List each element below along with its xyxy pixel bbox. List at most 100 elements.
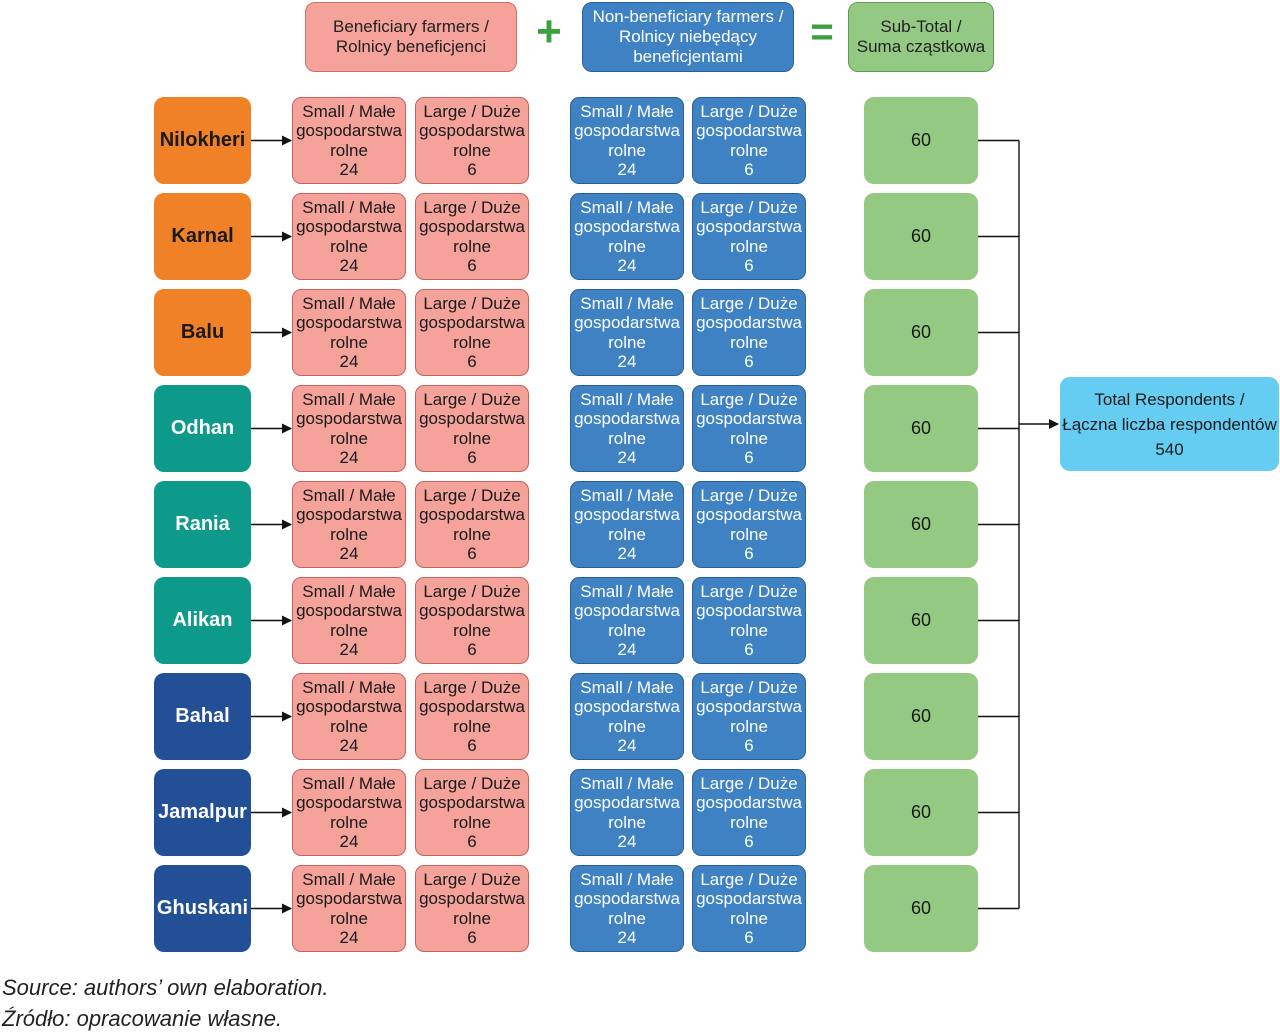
cell-count: 6	[744, 448, 754, 467]
cell-line2: gospodarstwa	[696, 121, 802, 140]
cell-line2: gospodarstwa	[574, 697, 680, 716]
cell-count: 6	[467, 256, 477, 275]
cell-line3: rolne	[330, 812, 368, 832]
cell-line1: Large / Duże	[423, 101, 521, 121]
cell-line1: Small / Małe	[302, 389, 396, 409]
cell-count: 24	[339, 832, 359, 851]
cell-count: 6	[467, 736, 477, 755]
cell-line2: gospodarstwa	[419, 121, 525, 140]
cell-count: 24	[339, 544, 359, 563]
cell-count: 6	[744, 832, 754, 851]
subtotal-header-line1: Sub-Total /	[880, 17, 962, 36]
district-box: Odhan	[154, 385, 251, 472]
cell-count: 6	[744, 256, 754, 275]
cell-line1: Small / Małe	[580, 389, 674, 409]
cell-line3: rolne	[730, 524, 768, 544]
subtotal-header-line2: Suma cząstkowa	[856, 37, 986, 56]
cell-line1: Small / Małe	[580, 293, 674, 313]
nonbeneficiary-header-line2: Rolnicy niebędący	[619, 27, 757, 46]
total-value: 540	[1155, 439, 1184, 459]
cell-line3: rolne	[730, 812, 768, 832]
cell-line2: gospodarstwa	[696, 505, 802, 524]
cell-line2: gospodarstwa	[574, 505, 680, 524]
cell-line3: rolne	[730, 236, 768, 256]
cell-count: 24	[339, 352, 359, 371]
cell-line3: rolne	[608, 428, 646, 448]
cell-count: 24	[339, 448, 359, 467]
cell-line2: gospodarstwa	[696, 601, 802, 620]
cell-line2: gospodarstwa	[696, 409, 802, 428]
cell-line1: Large / Duże	[700, 485, 798, 505]
cell-count: 6	[467, 928, 477, 947]
cell-line2: gospodarstwa	[419, 505, 525, 524]
subtotal-box: 60	[864, 193, 978, 280]
cell-line1: Large / Duże	[700, 869, 798, 889]
cell-line3: rolne	[453, 908, 491, 928]
cell-count: 6	[467, 832, 477, 851]
district-box: Ghuskani	[154, 865, 251, 952]
cell-line1: Large / Duże	[700, 773, 798, 793]
cell-line2: gospodarstwa	[296, 793, 402, 812]
cell-line1: Small / Małe	[302, 485, 396, 505]
cell-line1: Large / Duże	[700, 197, 798, 217]
cell-line1: Small / Małe	[302, 677, 396, 697]
cell-line2: gospodarstwa	[419, 409, 525, 428]
cell-line3: rolne	[453, 524, 491, 544]
cell-line2: gospodarstwa	[574, 793, 680, 812]
cell-line2: gospodarstwa	[296, 217, 402, 236]
nonbeneficiary-header-line3: beneficjentami	[633, 47, 743, 66]
cell-line3: rolne	[453, 428, 491, 448]
cell-count: 24	[617, 544, 637, 563]
cell-line3: rolne	[730, 428, 768, 448]
cell-line1: Small / Małe	[302, 869, 396, 889]
cell-line1: Small / Małe	[580, 773, 674, 793]
cell-line2: gospodarstwa	[696, 217, 802, 236]
cell-line3: rolne	[330, 428, 368, 448]
cell-line3: rolne	[730, 908, 768, 928]
cell-line3: rolne	[608, 236, 646, 256]
cell-line1: Small / Małe	[580, 197, 674, 217]
cell-line3: rolne	[730, 332, 768, 352]
cell-line2: gospodarstwa	[419, 217, 525, 236]
cell-count: 6	[744, 928, 754, 947]
cell-line3: rolne	[608, 716, 646, 736]
cell-line3: rolne	[330, 620, 368, 640]
equals-operator: =	[810, 10, 834, 54]
cell-line3: rolne	[730, 620, 768, 640]
cell-line3: rolne	[453, 140, 491, 160]
cell-line3: rolne	[730, 140, 768, 160]
cell-line2: gospodarstwa	[696, 889, 802, 908]
subtotal-box: 60	[864, 481, 978, 568]
cell-line3: rolne	[453, 620, 491, 640]
district-box: Alikan	[154, 577, 251, 664]
cell-count: 6	[744, 736, 754, 755]
cell-line3: rolne	[608, 524, 646, 544]
cell-line3: rolne	[330, 716, 368, 736]
cell-line1: Small / Małe	[302, 773, 396, 793]
cell-count: 6	[467, 640, 477, 659]
cell-count: 24	[339, 736, 359, 755]
cell-count: 24	[339, 160, 359, 179]
cell-line2: gospodarstwa	[696, 697, 802, 716]
cell-line1: Small / Małe	[580, 677, 674, 697]
cell-count: 6	[744, 640, 754, 659]
